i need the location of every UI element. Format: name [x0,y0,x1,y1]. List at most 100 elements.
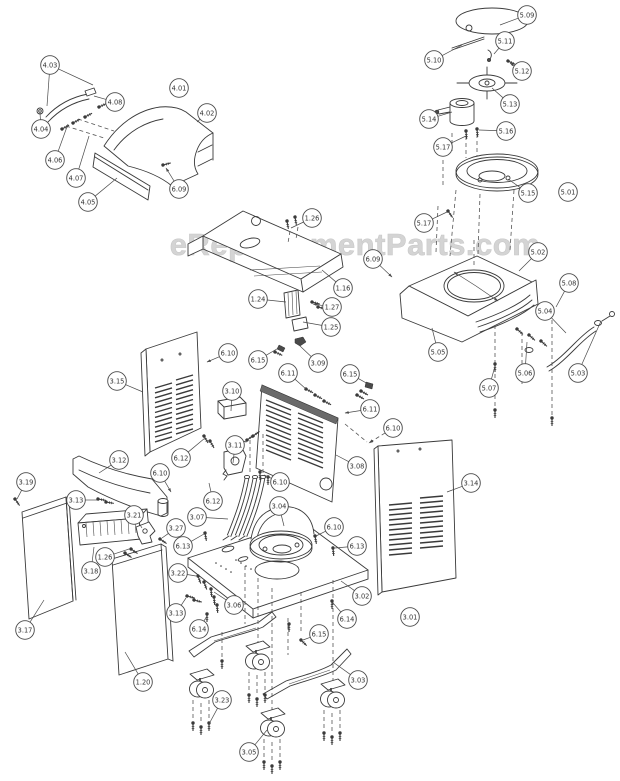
balloon-6.10[interactable]: 6.10 [368,418,403,444]
screw-glyph [129,547,138,555]
balloon-5.14[interactable]: 5.14 [419,109,453,129]
heat-box-bracket-part [187,210,344,332]
balloon-3.18[interactable]: 3.18 [81,546,101,581]
balloon-3.04[interactable]: 3.04 [269,496,289,527]
balloon-6.11[interactable]: 6.11 [344,399,380,419]
balloon-3.08[interactable]: 3.08 [335,454,367,476]
balloon-3.01[interactable]: 3.01 [400,607,420,627]
balloon-5.12[interactable]: 5.12 [509,61,532,81]
balloon-5.15[interactable]: 5.15 [507,178,538,203]
balloon-5.04[interactable]: 5.04 [535,301,567,334]
balloon-3.10[interactable]: 3.10 [222,381,242,412]
balloon-3.12[interactable]: 3.12 [98,450,129,474]
balloon-5.03[interactable]: 5.03 [568,320,602,383]
screw-glyph [539,339,548,347]
balloon-6.13[interactable]: 6.13 [334,536,367,556]
screw-glyph [209,587,213,598]
balloon-3.19[interactable]: 3.19 [16,472,36,500]
screw-glyph [330,735,334,745]
balloon-1.26[interactable]: 1.26 [290,208,322,229]
balloon-4.03[interactable]: 4.03 [40,55,94,107]
balloon-3.02[interactable]: 3.02 [340,580,372,606]
balloon-6.14[interactable]: 6.14 [189,615,209,639]
balloon-6.12[interactable]: 6.12 [203,482,223,511]
balloon-3.14[interactable]: 3.14 [446,473,481,493]
balloon-label: 4.08 [108,98,123,106]
door-front-part [111,543,174,676]
balloon-3.23[interactable]: 3.23 [208,690,232,725]
balloon-5.01[interactable]: 5.01 [558,182,578,202]
balloon-4.08[interactable]: 4.08 [93,92,125,112]
balloon-label: 6.12 [174,454,189,462]
screw-glyph [331,546,335,557]
balloon-label: 5.16 [499,127,514,135]
balloon-5.06[interactable]: 5.06 [515,341,535,383]
balloon-1.16[interactable]: 1.16 [321,269,353,298]
balloon-label: 3.07 [190,513,205,521]
balloon-5.08[interactable]: 5.08 [555,273,579,308]
balloon-5.16[interactable]: 5.16 [478,121,516,141]
balloon-6.15[interactable]: 6.15 [248,345,283,370]
balloon-6.14[interactable]: 6.14 [332,602,357,629]
screw-glyph [215,603,219,614]
balloon-6.13[interactable]: 6.13 [173,533,205,556]
balloon-4.04[interactable]: 4.04 [31,112,51,139]
balloon-3.22[interactable]: 3.22 [168,563,197,583]
top-housing-part [399,255,615,372]
balloon-6.15[interactable]: 6.15 [302,624,329,644]
balloon-5.17[interactable]: 5.17 [433,135,467,157]
balloon-1.27[interactable]: 1.27 [312,297,342,317]
balloon-4.06[interactable]: 4.06 [45,123,69,170]
balloon-3.05[interactable]: 3.05 [239,729,268,762]
balloon-6.11[interactable]: 6.11 [278,363,307,390]
balloon-4.02[interactable]: 4.02 [196,103,217,123]
balloon-6.10[interactable]: 6.10 [263,472,290,492]
balloon-6.09[interactable]: 6.09 [363,249,393,278]
balloon-6.10[interactable]: 6.10 [150,463,172,493]
balloon-5.02[interactable]: 5.02 [518,242,548,272]
balloon-3.21[interactable]: 3.21 [124,505,144,529]
screw-glyph [273,350,283,356]
balloon-6.10[interactable]: 6.10 [315,517,344,537]
balloon-3.11[interactable]: 3.11 [225,435,245,464]
balloon-3.13[interactable]: 3.13 [166,597,187,623]
balloon-6.09[interactable]: 6.09 [165,167,189,199]
balloon-5.09[interactable]: 5.09 [499,5,537,26]
balloon-4.05[interactable]: 4.05 [78,177,118,212]
balloon-3.06[interactable]: 3.06 [213,591,244,615]
balloon-3.27[interactable]: 3.27 [161,518,186,539]
balloon-5.07[interactable]: 5.07 [479,365,499,398]
screw-glyph [247,693,251,703]
balloon-label: 3.21 [127,511,142,519]
balloon-6.12[interactable]: 6.12 [171,437,206,468]
balloon-6.15[interactable]: 6.15 [340,364,371,386]
screw-glyph [192,598,202,603]
balloon-5.10[interactable]: 5.10 [424,44,463,70]
balloon-3.15[interactable]: 3.15 [107,371,144,393]
balloon-3.07[interactable]: 3.07 [187,507,229,527]
balloon-4.01[interactable]: 4.01 [169,78,189,98]
balloon-label: 5.08 [562,279,577,287]
balloon-3.03[interactable]: 3.03 [332,661,368,690]
balloon-1.24[interactable]: 1.24 [248,289,287,309]
balloon-label: 4.07 [69,174,84,182]
balloon-5.13[interactable]: 5.13 [491,87,520,114]
balloon-1.25[interactable]: 1.25 [302,317,341,337]
balloon-3.09[interactable]: 3.09 [299,345,328,373]
balloon-3.13[interactable]: 3.13 [66,490,97,510]
balloon-5.11[interactable]: 5.11 [493,31,515,55]
balloon-1.26[interactable]: 1.26 [95,547,130,567]
screw-glyph [212,595,216,606]
balloon-label: 5.13 [503,100,518,108]
balloon-5.17[interactable]: 5.17 [414,211,448,233]
balloon-1.20[interactable]: 1.20 [124,651,153,692]
balloon-4.07[interactable]: 4.07 [66,135,90,188]
balloon-label: 5.04 [538,307,553,315]
balloon-5.05[interactable]: 5.05 [428,327,448,362]
balloon-6.10[interactable]: 6.10 [206,343,238,363]
balloon-label: 5.03 [571,369,586,377]
balloon-3.17[interactable]: 3.17 [15,599,45,640]
balloon-label: 4.06 [48,156,63,164]
screw-glyph [285,219,290,229]
